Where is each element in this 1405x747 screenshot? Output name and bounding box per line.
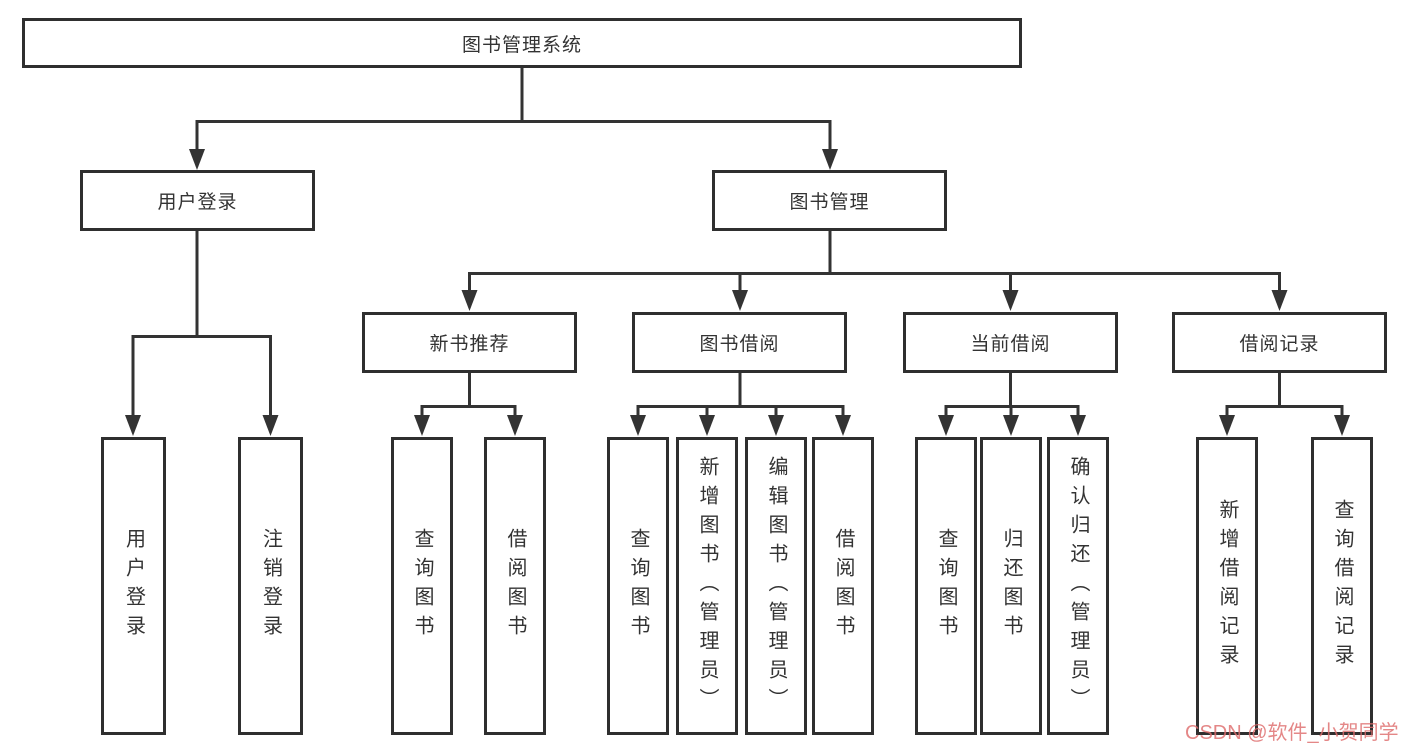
node-book-mgmt-label: 图书管理	[789, 192, 870, 213]
node-br-add-record-label: 新增借阅记录	[1216, 499, 1238, 673]
node-bb-add-book: 新增图书（管理员）	[676, 437, 738, 735]
node-book-borrow-label: 图书借阅	[699, 334, 780, 355]
node-current-borrow: 当前借阅	[903, 312, 1118, 373]
node-br-query-record-label: 查询借阅记录	[1331, 499, 1353, 673]
node-book-mgmt: 图书管理	[712, 170, 947, 231]
node-user-login: 用户登录	[80, 170, 315, 231]
node-current-borrow-label: 当前借阅	[970, 334, 1051, 355]
node-new-book-rec-label: 新书推荐	[429, 334, 510, 355]
node-rec-borrow-book-label: 借阅图书	[504, 528, 526, 644]
node-bb-borrow-book: 借阅图书	[812, 437, 874, 735]
node-bb-add-book-label: 新增图书（管理员）	[696, 455, 718, 717]
connector-book-mgmt-to-level3	[468, 231, 1281, 292]
node-rec-borrow-book: 借阅图书	[484, 437, 546, 735]
connector-user-login-to-leaves	[131, 231, 272, 417]
node-cb-return-book-label: 归还图书	[1000, 528, 1022, 644]
node-br-query-record: 查询借阅记录	[1311, 437, 1373, 735]
node-cb-confirm-return: 确认归还（管理员）	[1047, 437, 1109, 735]
node-borrow-records-label: 借阅记录	[1239, 334, 1320, 355]
csdn-watermark: CSDN @软件_小贺同学	[1185, 722, 1399, 744]
node-user-login-label: 用户登录	[157, 192, 238, 213]
node-br-add-record: 新增借阅记录	[1196, 437, 1258, 735]
node-leaf-user-login: 用户登录	[101, 437, 166, 735]
node-book-borrow: 图书借阅	[632, 312, 847, 373]
connector-book-borrow-to-leaves	[636, 373, 845, 417]
node-bb-borrow-book-label: 借阅图书	[832, 528, 854, 644]
node-bb-edit-book: 编辑图书（管理员）	[745, 437, 807, 735]
arrowheads	[125, 149, 1350, 436]
connector-current-borrow-to-leaves	[944, 373, 1080, 417]
node-leaf-logout: 注销登录	[238, 437, 303, 735]
node-cb-confirm-return-label: 确认归还（管理员）	[1067, 455, 1089, 717]
node-bb-query-book: 查询图书	[607, 437, 669, 735]
node-leaf-user-login-label: 用户登录	[122, 528, 145, 644]
node-bb-edit-book-label: 编辑图书（管理员）	[765, 455, 787, 717]
node-root: 图书管理系统	[22, 18, 1022, 68]
node-bb-query-book-label: 查询图书	[627, 528, 649, 644]
node-rec-query-book: 查询图书	[391, 437, 453, 735]
connector-new-book-rec-to-leaves	[420, 373, 517, 417]
node-new-book-rec: 新书推荐	[362, 312, 577, 373]
node-cb-query-book-label: 查询图书	[935, 528, 957, 644]
node-cb-query-book: 查询图书	[915, 437, 977, 735]
node-rec-query-book-label: 查询图书	[411, 528, 433, 644]
node-root-label: 图书管理系统	[461, 34, 582, 56]
node-cb-return-book: 归还图书	[980, 437, 1042, 735]
node-borrow-records: 借阅记录	[1172, 312, 1387, 373]
node-leaf-logout-label: 注销登录	[259, 528, 282, 644]
connector-borrow-records-to-leaves	[1225, 373, 1344, 417]
connector-root-to-level2	[195, 66, 832, 151]
